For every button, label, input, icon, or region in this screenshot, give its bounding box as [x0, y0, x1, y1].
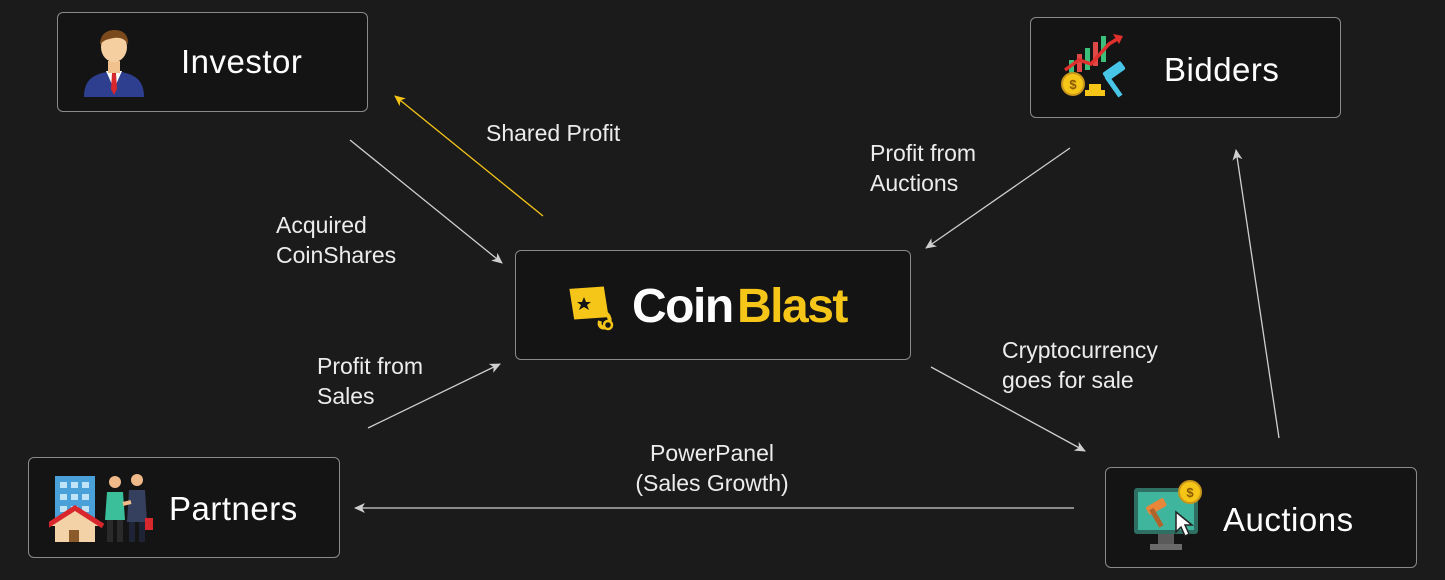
arrow-shared-profit: [394, 95, 544, 217]
auctions-label: Auctions: [1223, 501, 1354, 538]
edge-label-powerpanel: PowerPanel (Sales Growth): [612, 438, 812, 498]
investor-node: Investor: [57, 12, 368, 112]
edge-label-profit-from-auctions: Profit from Auctions: [870, 138, 976, 198]
auctions-node: $ Auctions: [1105, 467, 1417, 568]
logo-text-coin: Coin: [632, 280, 734, 333]
edge-label-line: (Sales Growth): [635, 470, 789, 496]
edge-label-line: goes for sale: [1002, 367, 1134, 393]
arrow-auctions-to-bidders: [1232, 149, 1280, 439]
coinblast-node: Coin Blast: [515, 250, 911, 360]
logo-text-blast: Blast: [737, 280, 848, 333]
edge-label-line: PowerPanel: [649, 440, 775, 466]
businessman-icon: [80, 27, 148, 102]
ticket-tag-icon: [564, 281, 622, 338]
edge-label-line: Profit from: [317, 353, 424, 379]
bidders-node: $ Bidders: [1030, 17, 1341, 118]
arrow-profit-from-sales: [367, 363, 501, 429]
edge-label-text: Shared Profit: [486, 120, 621, 146]
bidders-label: Bidders: [1164, 51, 1280, 88]
edge-label-line: CoinShares: [276, 242, 397, 268]
auction-growth-chart-icon: $: [1059, 30, 1135, 107]
edge-label-profit-from-sales: Profit from Sales: [317, 351, 423, 411]
svg-text:$: $: [1186, 485, 1194, 500]
edge-label-line: Auctions: [870, 170, 959, 196]
arrow-crypto-for-sale: [930, 366, 1086, 452]
monitor-gavel-icon: $: [1132, 480, 1208, 561]
investor-label: Investor: [181, 43, 303, 80]
partners-label: Partners: [169, 490, 298, 527]
edge-label-line: Acquired: [276, 212, 367, 238]
edge-label-crypto-for-sale: Cryptocurrency goes for sale: [1002, 335, 1158, 395]
building-handshake-icon: [45, 470, 153, 551]
arrow-acquired-coinshares: [349, 139, 503, 264]
edge-label-shared-profit: Shared Profit: [486, 118, 620, 148]
edge-label-line: Cryptocurrency: [1002, 337, 1158, 363]
edge-label-line: Sales: [317, 383, 375, 409]
partners-node: Partners: [28, 457, 340, 558]
edge-label-acquired-coinshares: Acquired CoinShares: [276, 210, 396, 270]
arrow-profit-from-auctions: [925, 147, 1071, 249]
svg-text:$: $: [1069, 77, 1077, 92]
edge-label-line: Profit from: [870, 140, 977, 166]
